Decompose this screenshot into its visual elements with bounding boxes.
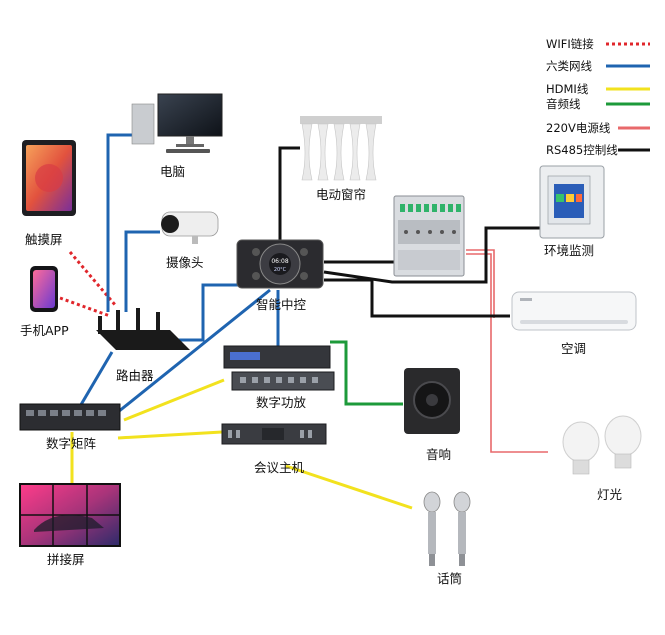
legend-label-cat6: 六类网线 — [546, 59, 592, 73]
conf-host-device — [221, 423, 327, 445]
hdmi-links — [70, 378, 413, 510]
controller-screen-temp: 20°C — [274, 267, 287, 273]
label-tablet: 触摸屏 — [25, 232, 63, 247]
legend-label-wifi: WIFI链接 — [546, 37, 594, 51]
power-line-module-ac — [466, 249, 495, 318]
cat6-line-matrix-controller — [117, 288, 271, 414]
cat6-line-router-computer — [106, 133, 132, 312]
controller-device: 06:08 20°C — [236, 239, 324, 289]
label-amplifier: 数字功放 — [256, 395, 307, 410]
amplifier-device — [223, 345, 335, 391]
rs485-line-controller-curtain — [278, 146, 300, 240]
legend-label-hdmi: HDMI线 — [546, 82, 589, 96]
label-conf-host: 会议主机 — [254, 460, 305, 475]
rs485-line-controller-ac — [324, 278, 510, 318]
light-device — [562, 415, 642, 475]
label-matrix: 数字矩阵 — [46, 436, 97, 451]
power-line-module-light — [466, 253, 548, 453]
label-speaker: 音响 — [426, 447, 452, 462]
microphone-device — [423, 491, 471, 566]
audio-line-amplifier-speaker — [330, 340, 403, 406]
ac-device — [511, 291, 637, 331]
label-ac: 空调 — [561, 341, 587, 356]
hdmi-line-matrix-amplifier — [123, 378, 225, 422]
legend-label-audio: 音频线 — [546, 97, 581, 111]
label-phone: 手机APP — [20, 323, 69, 338]
hdmi-line-matrix-confhost — [117, 430, 223, 440]
label-env-monitor: 环境监测 — [544, 243, 595, 258]
wifi-links — [59, 251, 118, 318]
video-wall-device — [19, 483, 121, 547]
router-device — [96, 308, 190, 350]
legend-swatches — [606, 42, 650, 152]
computer-device — [131, 93, 223, 153]
label-video-wall: 拼接屏 — [47, 552, 85, 567]
power-links — [466, 249, 548, 453]
controller-screen-time: 06:08 — [271, 258, 288, 265]
label-curtain: 电动窗帘 — [316, 187, 367, 202]
label-router: 路由器 — [116, 368, 154, 383]
label-controller: 智能中控 — [256, 297, 307, 312]
camera-device — [161, 211, 219, 244]
label-camera: 摄像头 — [166, 255, 204, 270]
rs485-links — [278, 146, 540, 318]
cat6-links — [70, 133, 280, 421]
phone-device — [30, 266, 58, 312]
hdmi-line-confhost-mic — [285, 464, 413, 510]
relay-module-device — [393, 195, 465, 277]
curtain-device — [300, 116, 382, 181]
cat6-line-router-camera — [124, 230, 160, 312]
label-microphone: 话筒 — [437, 571, 463, 586]
matrix-device — [19, 403, 121, 431]
label-light: 灯光 — [597, 487, 623, 502]
legend-label-power: 220V电源线 — [546, 121, 611, 135]
legend-label-rs485: RS485控制线 — [546, 143, 618, 157]
label-computer: 电脑 — [160, 164, 186, 179]
tablet-device — [22, 140, 76, 216]
audio-links — [330, 340, 403, 406]
speaker-device — [404, 368, 460, 434]
cat6-line-router-controller — [170, 283, 240, 342]
wifi-line-phone-router — [59, 296, 111, 318]
env-monitor-device — [539, 165, 605, 239]
